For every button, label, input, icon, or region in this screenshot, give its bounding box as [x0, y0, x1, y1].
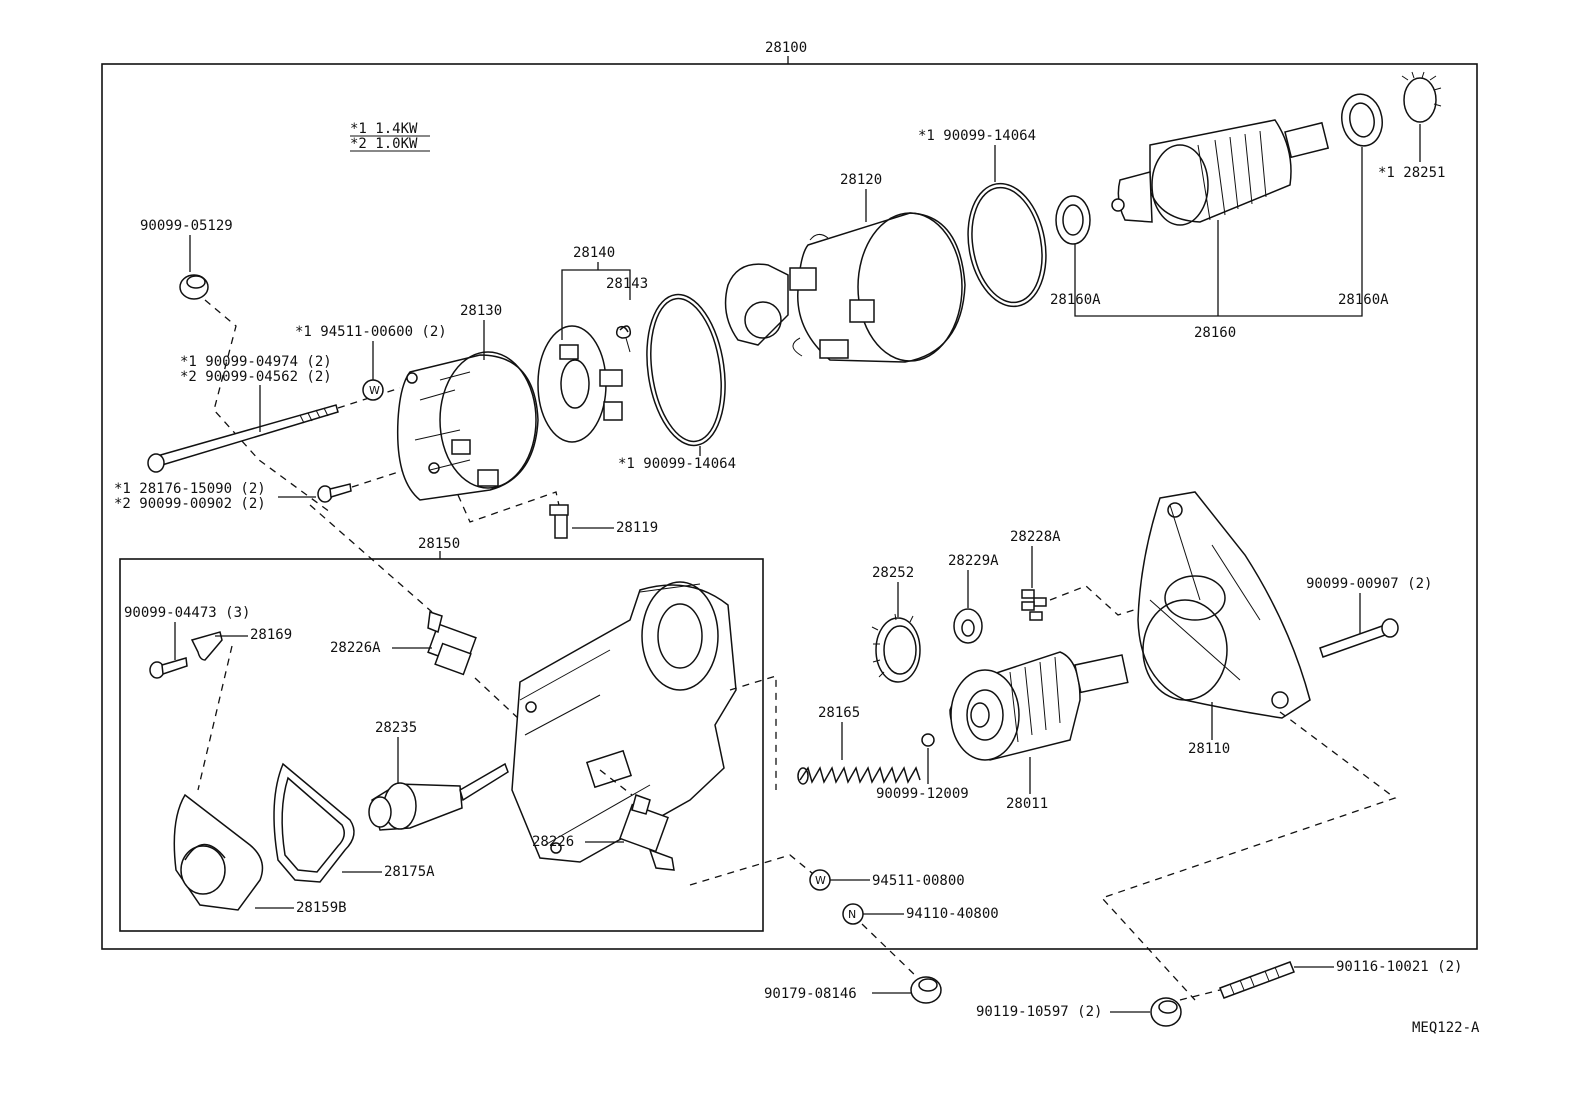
part-28226a-contact — [427, 610, 477, 676]
part-small-screw — [317, 483, 352, 503]
part-28119 — [549, 504, 569, 539]
part-90116-10021-stud — [1219, 961, 1295, 999]
part-28150-housing — [511, 581, 737, 863]
part-90119-10597-nut — [1150, 997, 1182, 1027]
label-90099-04473: 90099-04473 (3) — [124, 605, 250, 621]
part-90099-05129 — [179, 274, 209, 300]
label-28130: 28130 — [460, 303, 502, 319]
label-90099-00902: *2 90099-00902 (2) — [114, 496, 266, 512]
label-28119: 28119 — [616, 520, 658, 536]
label-28175a: 28175A — [384, 864, 435, 880]
label-90099-04562: *2 90099-04562 (2) — [180, 369, 332, 385]
part-28251-gear — [1401, 71, 1442, 123]
label-28165: 28165 — [818, 705, 860, 721]
label-28226: 28226 — [532, 834, 574, 850]
nut-94110-40800: N — [842, 903, 864, 925]
label-28228a: 28228A — [1010, 529, 1061, 545]
label-90179-08146: 90179-08146 — [764, 986, 857, 1002]
label-28252: 28252 — [872, 565, 914, 581]
part-28165-spring — [797, 766, 921, 785]
label-28120: 28120 — [840, 172, 882, 188]
label-28160a-right: 28160A — [1338, 292, 1389, 308]
label-94511-00600: *1 94511-00600 (2) — [295, 324, 447, 340]
part-28175a-gasket — [273, 762, 355, 883]
part-28143-spring — [615, 325, 632, 353]
label-28251: *1 28251 — [1378, 165, 1445, 181]
label-28159b: 28159B — [296, 900, 347, 916]
label-90099-14064-lower: *1 90099-14064 — [618, 456, 736, 472]
part-28169-clip — [190, 631, 223, 661]
part-90179-08146-nut — [910, 976, 942, 1004]
label-28169: 28169 — [250, 627, 292, 643]
label-90099-12009: 90099-12009 — [876, 786, 969, 802]
part-28229a-retainer — [953, 608, 983, 644]
label-90119-10597: 90119-10597 (2) — [976, 1004, 1102, 1020]
part-90099-04473-bolt — [149, 657, 188, 679]
washer-94511-00600: W — [362, 379, 384, 401]
diagram-code: MEQ122-A — [1412, 1020, 1480, 1036]
note-2: *2 1.0KW — [350, 136, 418, 152]
part-28160a-bearing-left — [1055, 195, 1091, 245]
label-90099-05129: 90099-05129 — [140, 218, 233, 234]
subassembly-number: 28150 — [418, 536, 460, 552]
part-28226-terminal — [619, 794, 675, 871]
subassembly-frame — [119, 558, 764, 932]
part-o-ring-front — [646, 293, 726, 447]
part-28140-brush-holder — [537, 325, 623, 443]
part-28235-plunger — [368, 762, 509, 831]
part-90099-00907-bolt — [1319, 618, 1399, 658]
label-28140: 28140 — [573, 245, 615, 261]
label-90099-14064-upper: *1 90099-14064 — [918, 128, 1036, 144]
washer-94511-00800: W — [809, 869, 831, 891]
part-28252-gear — [871, 613, 921, 683]
label-90099-04974: *1 90099-04974 (2) — [180, 354, 332, 370]
label-28160: 28160 — [1194, 325, 1236, 341]
part-28120-yoke — [724, 212, 966, 363]
label-28229a: 28229A — [948, 553, 999, 569]
part-28011-clutch — [949, 651, 1129, 761]
label-28176-15090: *1 28176-15090 (2) — [114, 481, 266, 497]
part-90099-12009-ball — [921, 733, 935, 747]
label-94110-40800: 94110-40800 — [906, 906, 999, 922]
label-28011: 28011 — [1006, 796, 1048, 812]
part-28228a-rollers — [1021, 589, 1047, 621]
svg-text:N: N — [848, 908, 856, 921]
label-94511-00800: 94511-00800 — [872, 873, 965, 889]
part-28110-drive-housing — [1137, 491, 1311, 719]
note-1: *1 1.4KW — [350, 121, 418, 137]
assembly-frame — [101, 63, 1478, 950]
label-28235: 28235 — [375, 720, 417, 736]
part-28160a-bearing-right — [1341, 93, 1383, 147]
label-28143: 28143 — [606, 276, 648, 292]
part-28130-end-frame — [396, 351, 539, 501]
label-90116-10021: 90116-10021 (2) — [1336, 959, 1462, 975]
svg-text:W: W — [815, 874, 826, 887]
assembly-number: 28100 — [765, 40, 807, 56]
part-through-bolt — [147, 404, 339, 473]
part-o-ring-rear — [967, 182, 1047, 308]
label-28110: 28110 — [1188, 741, 1230, 757]
part-28160-armature — [1111, 119, 1330, 226]
svg-text:W: W — [369, 384, 380, 397]
part-28159b-cover — [173, 793, 264, 911]
label-90099-00907: 90099-00907 (2) — [1306, 576, 1432, 592]
label-28226a: 28226A — [330, 640, 381, 656]
